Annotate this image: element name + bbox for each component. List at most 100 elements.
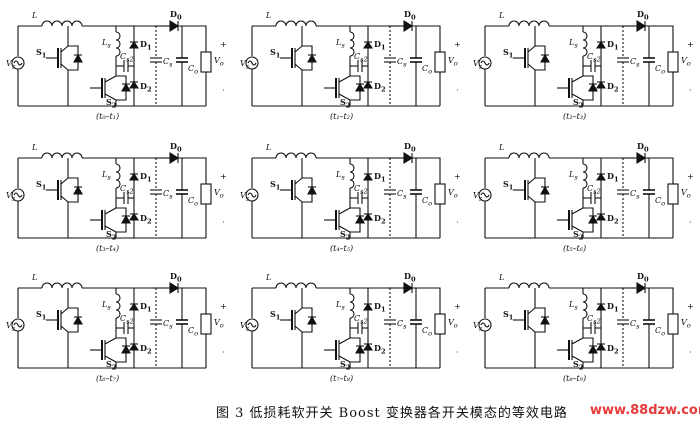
label-main-switch: S1	[36, 47, 47, 60]
label-output-cap: Co	[422, 64, 433, 76]
polarity-plus: +	[220, 40, 227, 49]
label-aux-switch: S2	[573, 97, 584, 110]
label-diode-d2: D2	[374, 343, 386, 356]
load-resistor	[434, 183, 446, 205]
resonant-inductor	[582, 293, 588, 319]
label-aux-switch: S2	[573, 359, 584, 372]
polarity-minus: ·	[689, 86, 692, 95]
polarity-minus: ·	[456, 348, 459, 357]
label-diode-d2: D2	[140, 213, 152, 226]
circuit-schematic	[11, 152, 212, 239]
label-input-inductor: L	[266, 11, 272, 20]
load-resistor	[200, 313, 212, 335]
circuit-panel-4: L Vs S1 S2 Ls Cs2 D0 D1 D2 Cs Co Vo + · …	[6, 134, 234, 268]
circuit-schematic	[245, 282, 446, 369]
label-output-voltage: Vo	[448, 318, 458, 330]
label-snubber-cap: Cs2	[120, 314, 134, 326]
label-output-cap: Co	[655, 196, 666, 208]
label-resonant-inductor: Ls	[102, 38, 111, 50]
input-inductor	[275, 20, 317, 27]
label-resonant-cap: Cs	[397, 57, 407, 69]
label-resonant-inductor: Ls	[102, 170, 111, 182]
label-output-cap: Co	[422, 326, 433, 338]
label-aux-switch: S2	[340, 359, 351, 372]
label-output-voltage: Vo	[448, 188, 458, 200]
resonant-inductor	[115, 31, 121, 57]
interval-label: (t₄–t₅)	[330, 244, 354, 253]
output-diode	[169, 152, 180, 164]
label-resonant-inductor: Ls	[569, 300, 578, 312]
label-snubber-cap: Cs2	[120, 184, 134, 196]
polarity-minus: ·	[456, 218, 459, 227]
label-output-cap: Co	[188, 64, 199, 76]
label-output-diode: D0	[170, 9, 182, 22]
circuit-panel-3: L Vs S1 S2 Ls Cs2 D0 D1 D2 Cs Co Vo + · …	[473, 2, 700, 136]
label-output-voltage: Vo	[681, 318, 691, 330]
label-diode-d1: D1	[140, 171, 152, 184]
label-input-inductor: L	[499, 143, 505, 152]
polarity-minus: ·	[222, 86, 225, 95]
label-resonant-inductor: Ls	[102, 300, 111, 312]
label-snubber-cap: Cs2	[354, 52, 368, 64]
label-main-switch: S1	[503, 179, 514, 192]
label-diode-d1: D1	[607, 301, 619, 314]
input-inductor	[508, 20, 550, 27]
output-diode	[403, 20, 414, 32]
label-input-source: Vs	[473, 191, 483, 203]
input-inductor	[508, 282, 550, 289]
label-input-source: Vs	[6, 59, 16, 71]
input-inductor	[41, 282, 83, 289]
output-diode	[169, 282, 180, 294]
interval-label: (t₂–t₃)	[563, 112, 587, 121]
input-inductor	[41, 152, 83, 159]
polarity-minus: ·	[222, 348, 225, 357]
label-input-inductor: L	[32, 273, 38, 282]
load-resistor	[434, 313, 446, 335]
label-diode-d2: D2	[607, 343, 619, 356]
label-resonant-cap: Cs	[397, 189, 407, 201]
circuit-schematic	[245, 20, 446, 107]
resonant-inductor	[582, 31, 588, 57]
interval-label: (t₅–t₆)	[563, 244, 587, 253]
label-diode-d1: D1	[374, 171, 386, 184]
circuit-panel-6: L Vs S1 S2 Ls Cs2 D0 D1 D2 Cs Co Vo + · …	[473, 134, 700, 268]
label-input-source: Vs	[473, 321, 483, 333]
label-snubber-cap: Cs2	[354, 184, 368, 196]
label-output-cap: Co	[188, 196, 199, 208]
output-diode	[169, 20, 180, 32]
input-inductor	[275, 152, 317, 159]
polarity-plus: +	[454, 40, 461, 49]
label-resonant-inductor: Ls	[336, 300, 345, 312]
resonant-inductor	[115, 163, 121, 189]
label-main-switch: S1	[270, 47, 281, 60]
label-resonant-cap: Cs	[163, 189, 173, 201]
label-output-voltage: Vo	[681, 56, 691, 68]
label-output-cap: Co	[422, 196, 433, 208]
label-aux-switch: S2	[106, 359, 117, 372]
label-snubber-cap: Cs2	[587, 52, 601, 64]
label-diode-d1: D1	[374, 39, 386, 52]
label-resonant-cap: Cs	[630, 319, 640, 331]
polarity-minus: ·	[456, 86, 459, 95]
circuit-panel-5: L Vs S1 S2 Ls Cs2 D0 D1 D2 Cs Co Vo + · …	[240, 134, 468, 268]
polarity-plus: +	[454, 172, 461, 181]
label-diode-d1: D1	[607, 39, 619, 52]
label-resonant-cap: Cs	[630, 189, 640, 201]
label-input-source: Vs	[240, 321, 250, 333]
label-resonant-cap: Cs	[163, 57, 173, 69]
input-inductor	[41, 20, 83, 27]
load-resistor	[434, 51, 446, 73]
label-diode-d2: D2	[140, 343, 152, 356]
output-diode	[403, 152, 414, 164]
resonant-inductor	[349, 31, 355, 57]
label-resonant-inductor: Ls	[336, 170, 345, 182]
label-resonant-cap: Cs	[163, 319, 173, 331]
circuit-panel-9: L Vs S1 S2 Ls Cs2 D0 D1 D2 Cs Co Vo + · …	[473, 264, 700, 398]
label-resonant-cap: Cs	[630, 57, 640, 69]
label-diode-d2: D2	[607, 213, 619, 226]
label-input-source: Vs	[240, 59, 250, 71]
label-input-source: Vs	[240, 191, 250, 203]
label-aux-switch: S2	[106, 97, 117, 110]
label-aux-switch: S2	[340, 97, 351, 110]
label-diode-d1: D1	[374, 301, 386, 314]
